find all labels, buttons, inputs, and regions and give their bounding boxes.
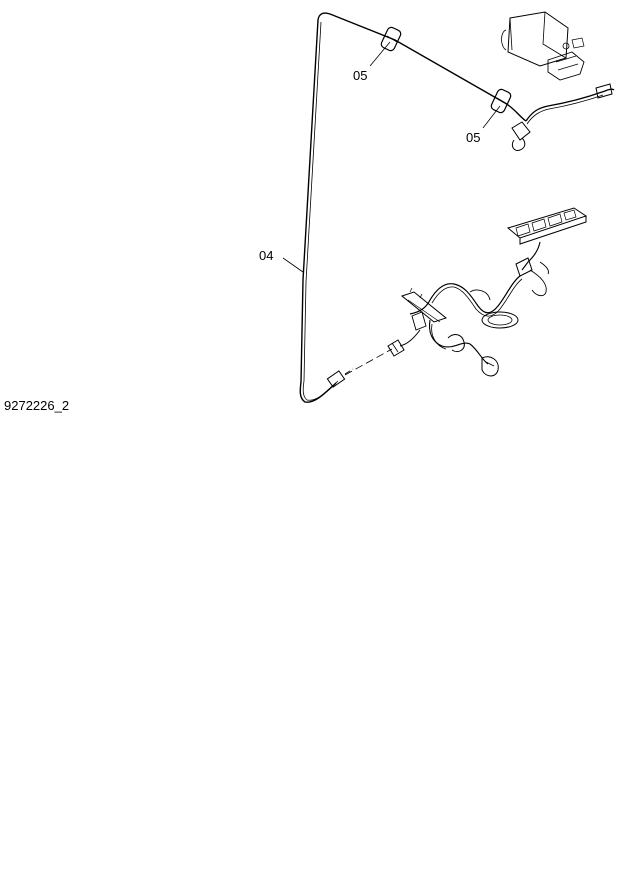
- harness-assembly: [387, 207, 588, 377]
- cable-end-connector: [326, 368, 354, 388]
- top-right-device: [501, 11, 585, 81]
- drawing-id: 9272226_2: [4, 398, 69, 413]
- callout-05-lower: 05: [466, 130, 480, 145]
- leader-lines: [282, 41, 501, 273]
- clamp-05-upper: [380, 26, 402, 52]
- callout-04: 04: [259, 248, 273, 263]
- mating-line: [344, 348, 393, 376]
- antenna-lead: [511, 83, 615, 151]
- cable-04: [299, 12, 527, 403]
- callout-05-upper: 05: [353, 68, 367, 83]
